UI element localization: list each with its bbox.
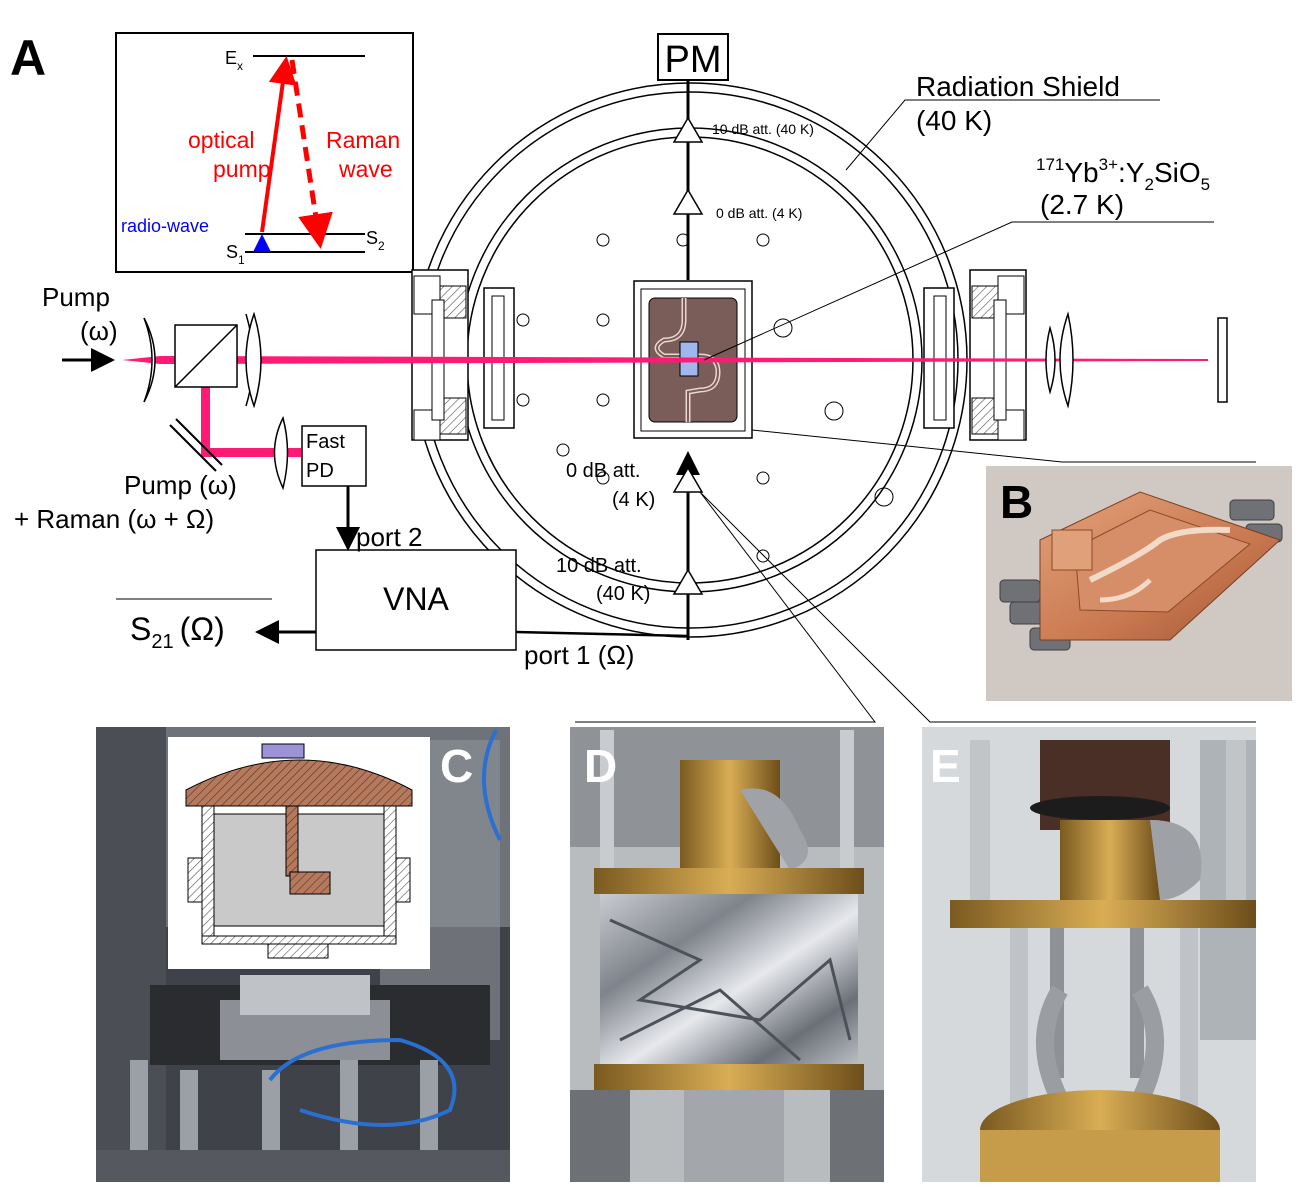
panel-label-a: A (10, 30, 46, 86)
crystal-temp-label: (2.7 K) (1040, 189, 1124, 220)
s21-label: S21(Ω) (130, 611, 225, 653)
att-bottom-4k-label-1: 0 dB att. (566, 460, 641, 482)
att-bottom-40k-label-2: (40 K) (596, 583, 650, 605)
photo-b: B (986, 466, 1292, 701)
pump-raman-label-2: + Raman (ω + Ω) (14, 504, 214, 534)
panel-label-e: E (930, 740, 961, 792)
shield-label-2: (40 K) (916, 105, 992, 136)
pump-freq-label: (ω) (80, 316, 118, 346)
s1-label: S1 (226, 242, 245, 267)
pm-box (657, 33, 729, 81)
raman-wave-arrow (289, 59, 333, 249)
pump-raman-label-1: Pump (ω) (124, 470, 237, 500)
optics (143, 311, 1228, 491)
shield-label-1: Radiation Shield (916, 71, 1120, 102)
raman-wave-label-1: Raman (326, 127, 400, 153)
photo-c: C (96, 727, 510, 1182)
vna-box (315, 549, 517, 651)
pump-label: Pump (42, 282, 110, 312)
attenuators (672, 116, 704, 595)
crystal-label: 171Yb3+:Y2SiO5 (1036, 155, 1210, 194)
raman-wave-label-2: wave (338, 156, 393, 182)
optical-pump-label-1: optical (188, 127, 254, 153)
pm-label: PM (665, 39, 722, 81)
port1-label: port 1 (Ω) (524, 640, 634, 670)
att-bottom-40k-label-1: 10 dB att. (556, 555, 642, 577)
att-bottom-4k-label-2: (4 K) (612, 489, 655, 511)
energy-level-inset: Ex S1 S2 optical pump Raman wave radio-w… (115, 32, 414, 273)
optical-pump-label-2: pump (213, 156, 271, 182)
optical-pump-arrow (260, 56, 297, 233)
radio-wave-label: radio-wave (121, 216, 209, 236)
vna-label: VNA (383, 581, 449, 617)
att-top-40k-label: 10 dB att. (40 K) (712, 121, 814, 137)
fast-pd-label-2: PD (306, 460, 334, 482)
fast-pd-box (301, 425, 367, 487)
port2-label: port 2 (356, 522, 423, 552)
att-top-4k-label: 0 dB att. (4 K) (716, 205, 802, 221)
sample-holder (633, 280, 753, 439)
laser-beam (122, 356, 1208, 457)
fast-pd-label-1: Fast (306, 431, 345, 453)
s2-label: S2 (366, 228, 385, 253)
photo-d: D (570, 727, 884, 1182)
panel-label-d: D (584, 740, 617, 792)
leader-lines (116, 99, 1256, 723)
panel-label-c: C (440, 740, 473, 792)
ex-label: Ex (225, 48, 243, 73)
photo-e: E (922, 727, 1256, 1182)
panel-label-b: B (1000, 476, 1033, 528)
